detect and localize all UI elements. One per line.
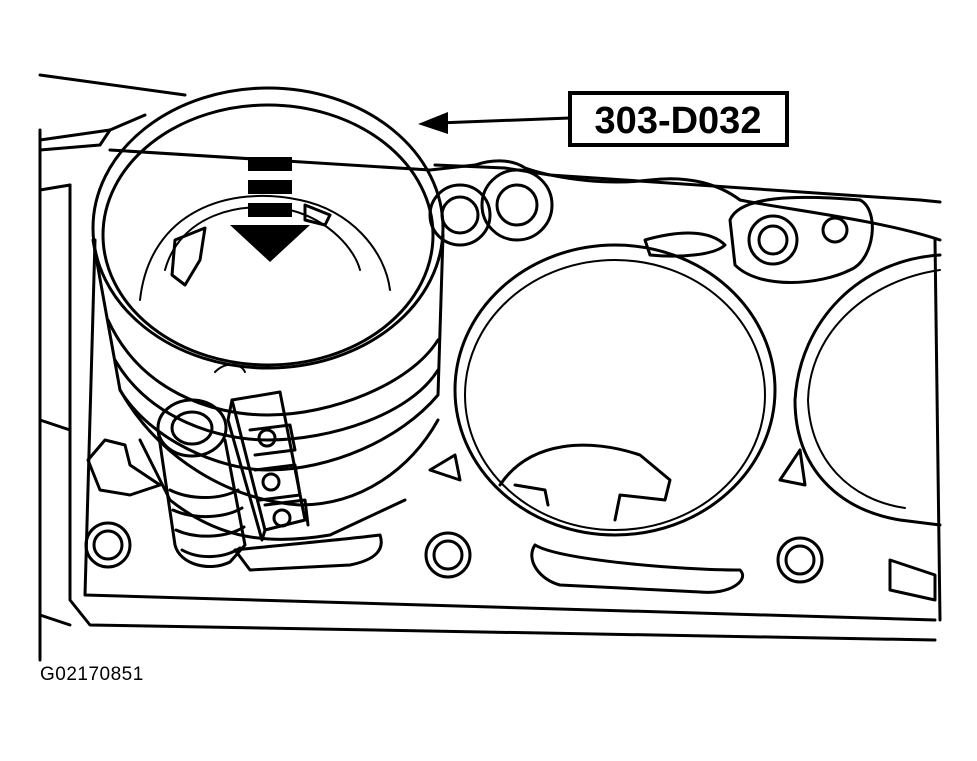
cylinder-bore-3 (793, 253, 942, 527)
ratchet-handle (156, 398, 247, 568)
bolt-hole (784, 544, 816, 576)
callout-leader (418, 112, 572, 134)
head-gasket (83, 148, 942, 622)
tool-number-label: 303-D032 (595, 100, 762, 142)
tool-callout: 303-D032 (568, 91, 789, 147)
bolt-hole (440, 195, 480, 235)
cylinder-bore-2 (453, 243, 777, 537)
push-down-arrow-icon (230, 157, 310, 262)
bolt-hole (821, 216, 849, 244)
figure-id: G02170851 (40, 664, 144, 685)
piston-ring-compressor (91, 86, 445, 568)
bolt-hole (757, 224, 789, 256)
bolt-hole (432, 539, 464, 571)
bolt-hole (495, 183, 539, 227)
bolt-hole (92, 529, 124, 561)
tightening-clamp (226, 390, 310, 542)
